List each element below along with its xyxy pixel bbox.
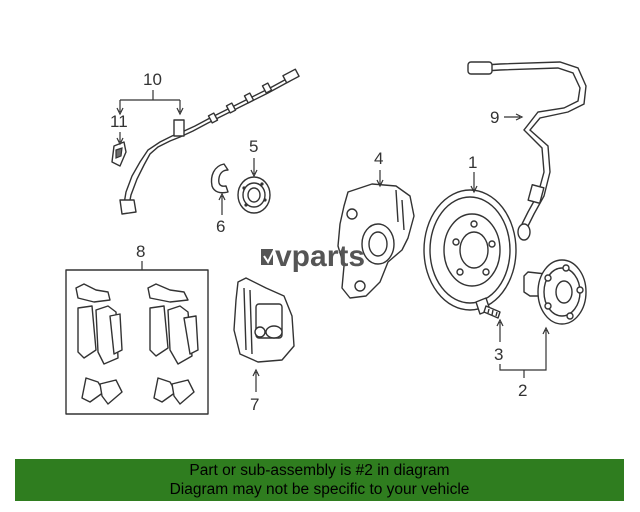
wheel-hub: [523, 259, 587, 325]
callout-10: 10: [143, 70, 162, 89]
notice-banner: Part or sub-assembly is #2 in diagram Di…: [15, 459, 624, 501]
watermark-brand: vparts: [275, 240, 365, 273]
banner-line-2: Diagram may not be specific to your vehi…: [169, 481, 470, 498]
sensor-clip: [111, 141, 127, 167]
callout-3: 3: [494, 345, 503, 364]
callout-4: 4: [374, 149, 383, 168]
steering-knuckle: [337, 183, 415, 299]
banner-line-1: Part or sub-assembly is #2 in diagram: [189, 462, 450, 479]
callout-7: 7: [250, 395, 259, 414]
brake-rotor: [423, 189, 517, 311]
callout-8: 8: [136, 242, 145, 261]
callout-5: 5: [249, 137, 258, 156]
callout-2: 2: [518, 381, 527, 400]
hub-bolt: [475, 297, 501, 319]
brake-caliper: [233, 277, 295, 363]
parts-diagram: 10 11 5 6 4 1: [65, 61, 587, 415]
brake-pad-kit-box: [65, 269, 209, 415]
callout-6: 6: [216, 217, 225, 236]
brake-hose: [467, 61, 587, 241]
callout-1: 1: [468, 153, 477, 172]
vparts-watermark: vparts: [261, 240, 365, 273]
callout-10-group: 10 11: [110, 70, 184, 146]
abs-sensor-wire: [119, 68, 300, 215]
callout-9: 9: [490, 108, 499, 127]
vparts-logo-icon: [261, 249, 275, 265]
callout-11: 11: [110, 112, 128, 131]
snap-ring: [210, 163, 229, 194]
wheel-bearing: [237, 176, 271, 214]
